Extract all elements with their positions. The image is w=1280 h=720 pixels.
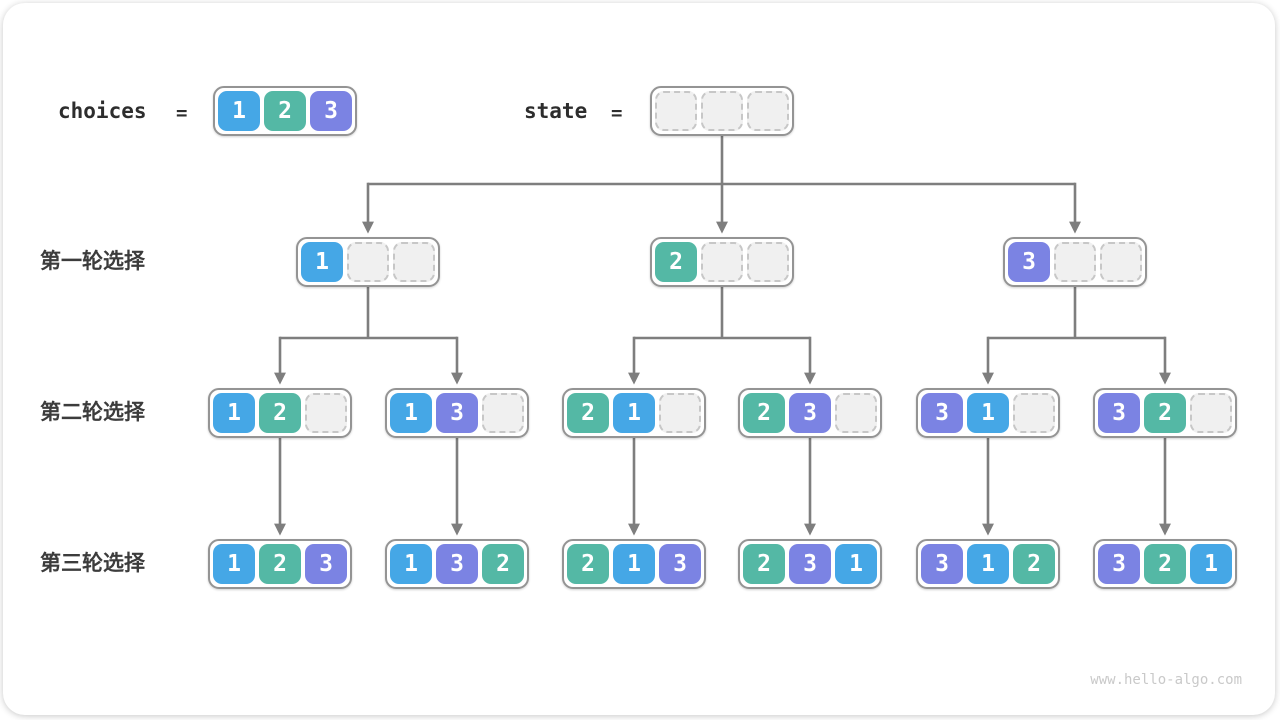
cell-1: 1 <box>613 544 655 584</box>
cell-2: 2 <box>743 393 785 433</box>
cell-empty <box>747 242 789 282</box>
cell-2: 2 <box>482 544 524 584</box>
node-box-r1-0: 1 <box>296 237 440 287</box>
cell-2: 2 <box>259 393 301 433</box>
cell-3: 3 <box>921 544 963 584</box>
cell-empty <box>747 91 789 131</box>
cell-empty <box>1054 242 1096 282</box>
node-box-r1-1: 2 <box>650 237 794 287</box>
cell-2: 2 <box>655 242 697 282</box>
cell-1: 1 <box>1190 544 1232 584</box>
cell-1: 1 <box>835 544 877 584</box>
cell-3: 3 <box>436 393 478 433</box>
cell-1: 1 <box>390 544 432 584</box>
cell-3: 3 <box>1098 393 1140 433</box>
cell-3: 3 <box>921 393 963 433</box>
cell-1: 1 <box>301 242 343 282</box>
node-box-r1-2: 3 <box>1003 237 1147 287</box>
choices-label: choices <box>58 99 147 123</box>
cell-empty <box>835 393 877 433</box>
round-1-label: 第一轮选择 <box>40 250 145 273</box>
cell-empty <box>701 242 743 282</box>
cell-2: 2 <box>743 544 785 584</box>
cell-empty <box>347 242 389 282</box>
cell-2: 2 <box>1144 544 1186 584</box>
round-3-label: 第三轮选择 <box>40 552 145 575</box>
cell-2: 2 <box>1144 393 1186 433</box>
round-2-label: 第二轮选择 <box>40 401 145 424</box>
cell-empty <box>1190 393 1232 433</box>
cell-2: 2 <box>264 91 306 131</box>
cell-1: 1 <box>213 544 255 584</box>
state-box <box>650 86 794 136</box>
cell-1: 1 <box>218 91 260 131</box>
state-equals-sign: = <box>611 102 623 124</box>
cell-1: 1 <box>390 393 432 433</box>
cell-3: 3 <box>1008 242 1050 282</box>
cell-1: 1 <box>213 393 255 433</box>
cell-empty <box>655 91 697 131</box>
cell-2: 2 <box>1013 544 1055 584</box>
cell-empty <box>659 393 701 433</box>
watermark: www.hello-algo.com <box>1090 672 1242 688</box>
cell-3: 3 <box>789 544 831 584</box>
cell-3: 3 <box>659 544 701 584</box>
cell-2: 2 <box>567 544 609 584</box>
cell-2: 2 <box>259 544 301 584</box>
cell-empty <box>1100 242 1142 282</box>
cell-1: 1 <box>967 393 1009 433</box>
state-label: state <box>524 99 588 123</box>
cell-empty <box>482 393 524 433</box>
cell-empty <box>701 91 743 131</box>
cell-3: 3 <box>1098 544 1140 584</box>
cell-1: 1 <box>613 393 655 433</box>
cell-empty <box>305 393 347 433</box>
cell-3: 3 <box>436 544 478 584</box>
cell-3: 3 <box>789 393 831 433</box>
cell-empty <box>393 242 435 282</box>
cell-3: 3 <box>310 91 352 131</box>
cell-3: 3 <box>305 544 347 584</box>
cell-2: 2 <box>567 393 609 433</box>
choices-equals-sign: = <box>176 102 188 124</box>
cell-empty <box>1013 393 1055 433</box>
cell-1: 1 <box>967 544 1009 584</box>
